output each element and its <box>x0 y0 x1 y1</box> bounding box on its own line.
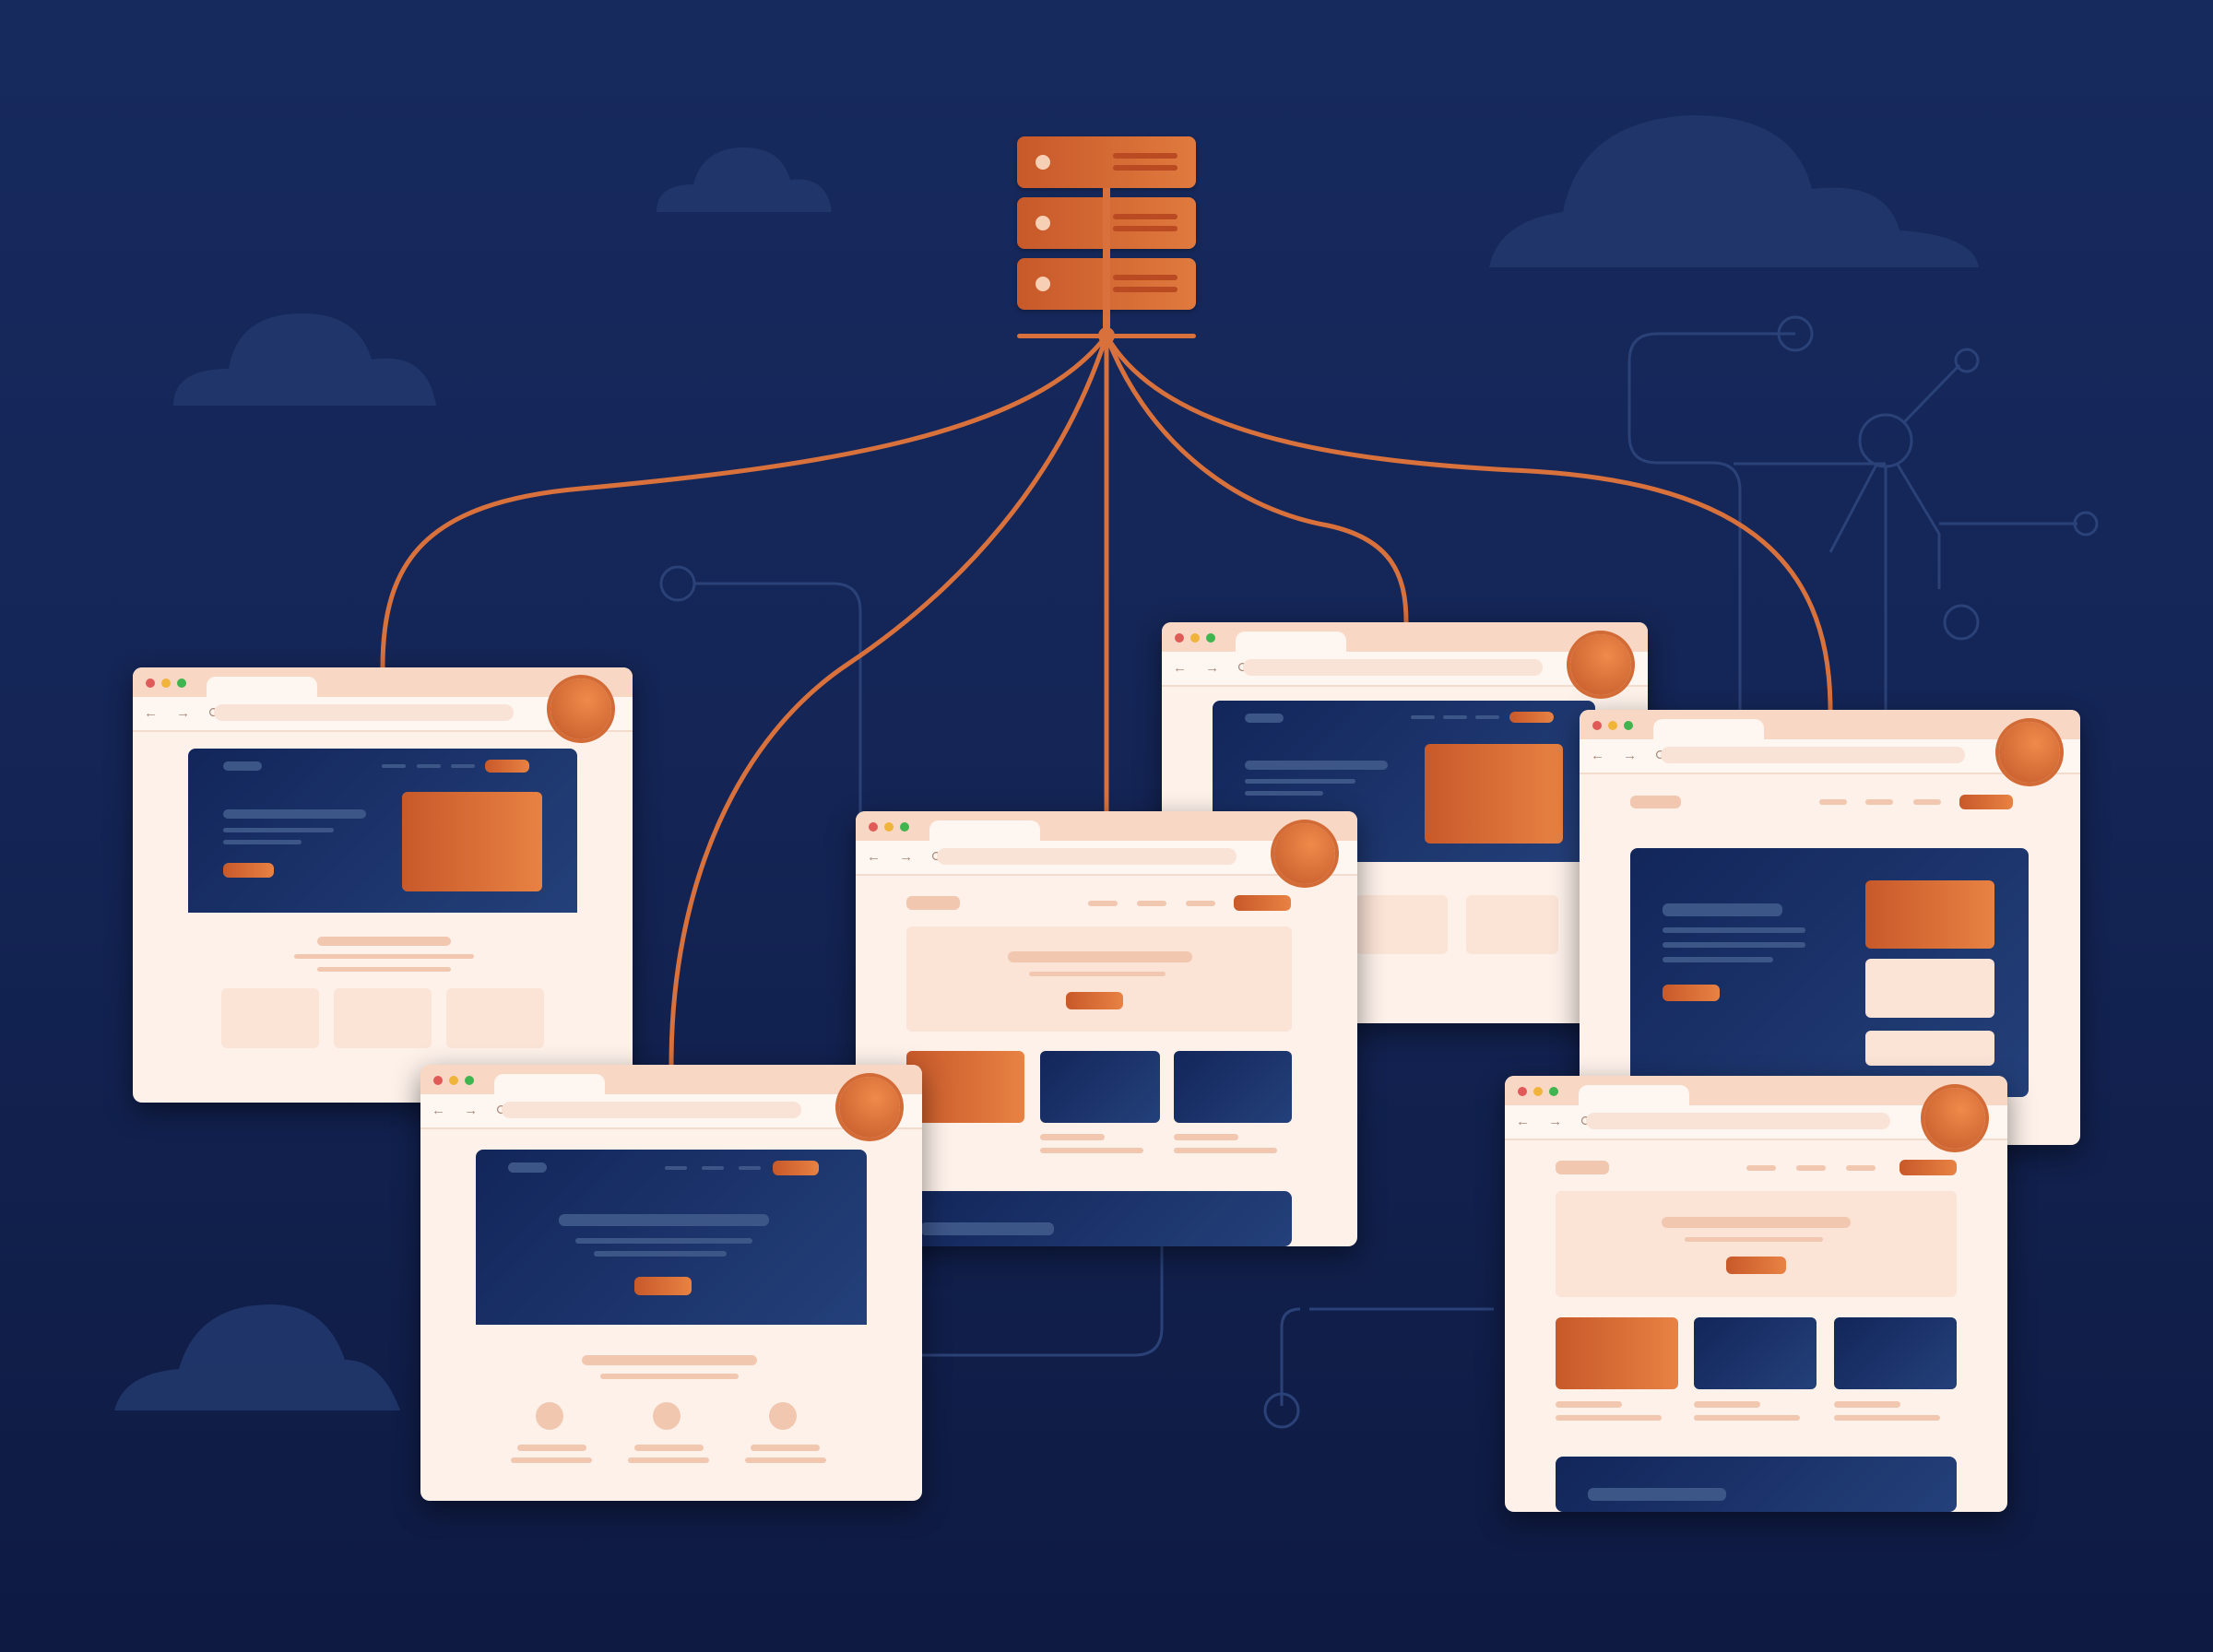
image-placeholder-icon <box>1865 959 1994 1018</box>
server-unit-1 <box>1017 136 1196 188</box>
nav-arrows-icon[interactable]: ← → ⟳ <box>432 1103 515 1118</box>
address-bar[interactable] <box>214 704 514 721</box>
nav-arrows-icon[interactable]: ← → ⟳ <box>144 705 228 721</box>
nav-arrows-icon[interactable]: ← → ⟳ <box>1591 748 1675 763</box>
verified-badge-icon <box>1999 722 2060 783</box>
browser-window-5: ← → ⟳ <box>1580 710 2080 1145</box>
address-bar[interactable] <box>1661 747 1965 763</box>
window-controls <box>1175 633 1215 643</box>
nav-arrows-icon[interactable]: ← → ⟳ <box>1516 1114 1600 1129</box>
browser-window-2: ← → ⟳ <box>420 1065 922 1501</box>
feature-icon <box>536 1402 563 1430</box>
verified-badge-icon <box>1924 1088 1985 1149</box>
verified-badge-icon <box>550 678 611 739</box>
layout-placeholder-icon <box>402 792 542 891</box>
verified-badge-icon <box>1274 823 1335 884</box>
browser-window-6: ← → ⟳ <box>1505 1076 2007 1512</box>
feature-icon <box>769 1402 797 1430</box>
address-bar[interactable] <box>502 1102 801 1118</box>
verified-badge-icon <box>1570 634 1631 695</box>
verified-badge-icon <box>839 1077 900 1138</box>
address-bar[interactable] <box>1586 1113 1890 1129</box>
address-bar[interactable] <box>937 848 1237 865</box>
feature-icon <box>653 1402 680 1430</box>
browser-window-1: ← → ⟳ <box>133 667 633 1103</box>
nav-arrows-icon[interactable]: ← → ⟳ <box>1173 660 1257 676</box>
nav-arrows-icon[interactable]: ← → ⟳ <box>867 849 951 865</box>
cloud-icon <box>114 115 1979 1410</box>
image-placeholder-icon <box>1425 744 1563 844</box>
address-bar[interactable] <box>1243 659 1543 676</box>
browser-window-3: ← → ⟳ <box>856 811 1357 1246</box>
